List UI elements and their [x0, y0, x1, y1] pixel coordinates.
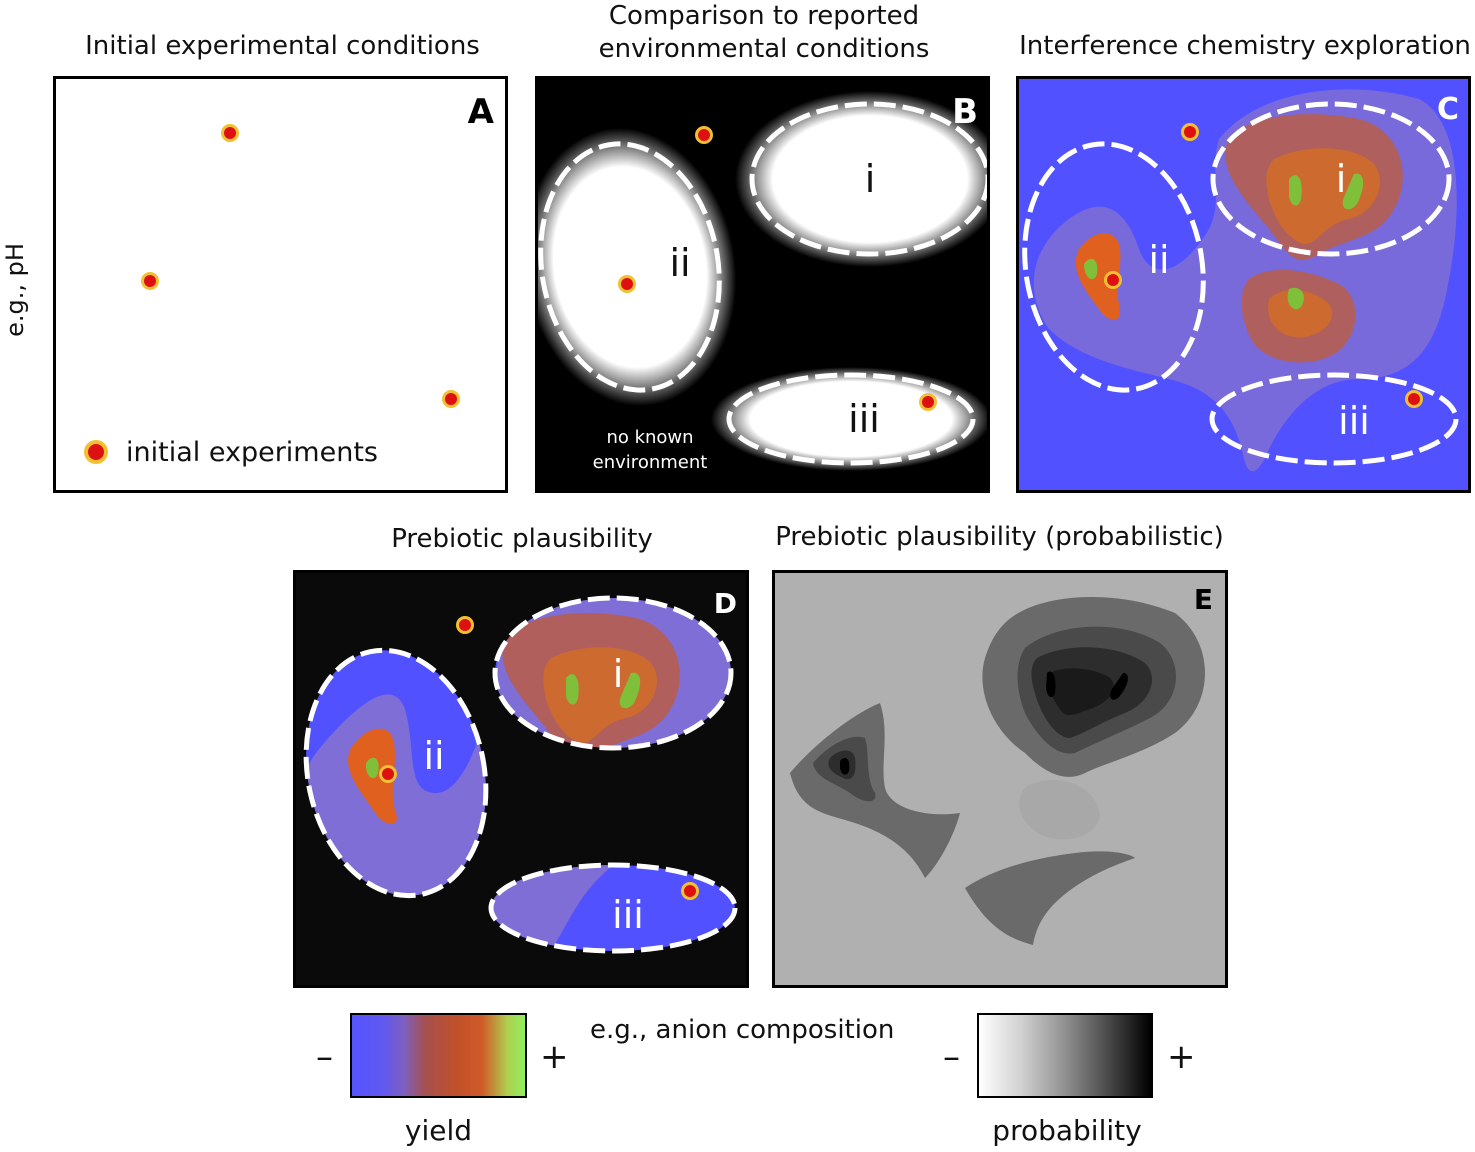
probability-contour	[790, 703, 960, 878]
experiment-point	[1104, 271, 1122, 289]
region-label-iii: iii	[848, 397, 880, 441]
yield-peak	[1289, 175, 1302, 206]
panel-letter-e: E	[1194, 583, 1213, 616]
experiment-point	[695, 126, 713, 144]
region-ii-glow	[538, 127, 737, 407]
panel-letter-d: D	[714, 587, 737, 620]
panel-d-title: Prebiotic plausibility	[391, 524, 653, 554]
yield-contour-high-center	[1268, 289, 1333, 338]
probability-contour	[965, 851, 1135, 945]
yield-colorbar-plus: +	[540, 1037, 569, 1077]
yield-colorbar-label: yield	[404, 1114, 473, 1147]
region-ii-outline	[303, 647, 489, 899]
probability-peak	[840, 758, 850, 775]
region-i-outline	[1210, 101, 1452, 257]
probability-colorbar-minus: –	[943, 1037, 960, 1077]
region-i-glow	[735, 91, 987, 267]
region-i-outline	[749, 101, 987, 257]
panel-a-title: Initial experimental conditions	[85, 31, 480, 61]
region-label-i: i	[613, 652, 624, 696]
region-iii-outline	[726, 372, 976, 466]
experiment-point	[919, 393, 937, 411]
panel-letter-b: B	[952, 92, 978, 132]
yield-peak	[1084, 258, 1098, 280]
panel-a: initial experiments A	[53, 76, 508, 493]
no-environment-label-line2: environment	[593, 452, 708, 473]
yield-peak	[1342, 173, 1364, 210]
region-ii-outline	[1022, 141, 1206, 393]
legend-marker	[84, 440, 108, 464]
panel-b-plot: i ii iii no known environment B	[538, 91, 987, 473]
panel-e: E	[772, 570, 1228, 988]
panel-e-plot: E	[790, 583, 1213, 945]
panel-c: i ii iii C	[1016, 76, 1471, 493]
panel-d-plot: i ii iii D	[296, 587, 738, 954]
experiment-point	[141, 272, 159, 290]
probability-peak	[1110, 673, 1128, 700]
probability-contour	[1019, 779, 1100, 840]
y-axis-label: e.g., pH	[1, 243, 29, 337]
region-label-iii: iii	[612, 893, 644, 937]
region-label-i: i	[865, 157, 876, 201]
region-iii-outline	[1209, 372, 1459, 466]
region-iii-outline	[488, 862, 738, 954]
region-label-ii: ii	[423, 734, 444, 778]
experiment-point	[681, 882, 699, 900]
x-axis-label: e.g., anion composition	[590, 1015, 895, 1045]
experiment-point	[1405, 390, 1423, 408]
experiment-point	[379, 765, 397, 783]
probability-colorbar-label: probability	[992, 1114, 1142, 1147]
panel-a-plot: initial experiments A	[84, 92, 495, 468]
region-iii-glow	[711, 367, 987, 471]
panel-c-title: Interference chemistry exploration	[1019, 31, 1471, 61]
experiment-point	[1181, 123, 1199, 141]
experiment-point	[221, 124, 239, 142]
panel-b-title-line2: environmental conditions	[598, 34, 930, 64]
yield-colorbar-minus: –	[316, 1037, 333, 1077]
region-label-i: i	[1336, 157, 1347, 201]
panel-letter-c: C	[1437, 92, 1459, 127]
region-label-iii: iii	[1338, 399, 1370, 443]
probability-colorbar-plus: +	[1167, 1037, 1196, 1077]
legend-label: initial experiments	[126, 437, 378, 468]
yield-contour-high-ii	[1075, 233, 1121, 320]
probability-peak	[1046, 671, 1056, 698]
region-label-ii: ii	[669, 241, 690, 285]
panel-letter-a: A	[468, 92, 495, 132]
region-ii-outline	[538, 141, 722, 393]
no-environment-label-line1: no known	[606, 427, 693, 448]
experiment-point	[456, 616, 474, 634]
region-label-ii: ii	[1148, 238, 1169, 282]
panel-b: i ii iii no known environment B	[535, 76, 990, 493]
panel-b-title-line1: Comparison to reported	[608, 1, 920, 31]
panel-d: i ii iii D	[293, 570, 749, 988]
yield-colorbar	[350, 1013, 527, 1098]
experiment-point	[442, 390, 460, 408]
experiment-point	[618, 275, 636, 293]
yield-contour-high-i	[1266, 148, 1380, 244]
probability-contour	[1048, 668, 1114, 716]
panel-c-plot: i ii iii C	[1022, 89, 1459, 472]
probability-colorbar	[977, 1013, 1153, 1098]
panel-e-title: Prebiotic plausibility (probabilistic)	[775, 522, 1224, 552]
yield-peak	[1287, 287, 1304, 310]
region-i-outline	[492, 595, 734, 751]
